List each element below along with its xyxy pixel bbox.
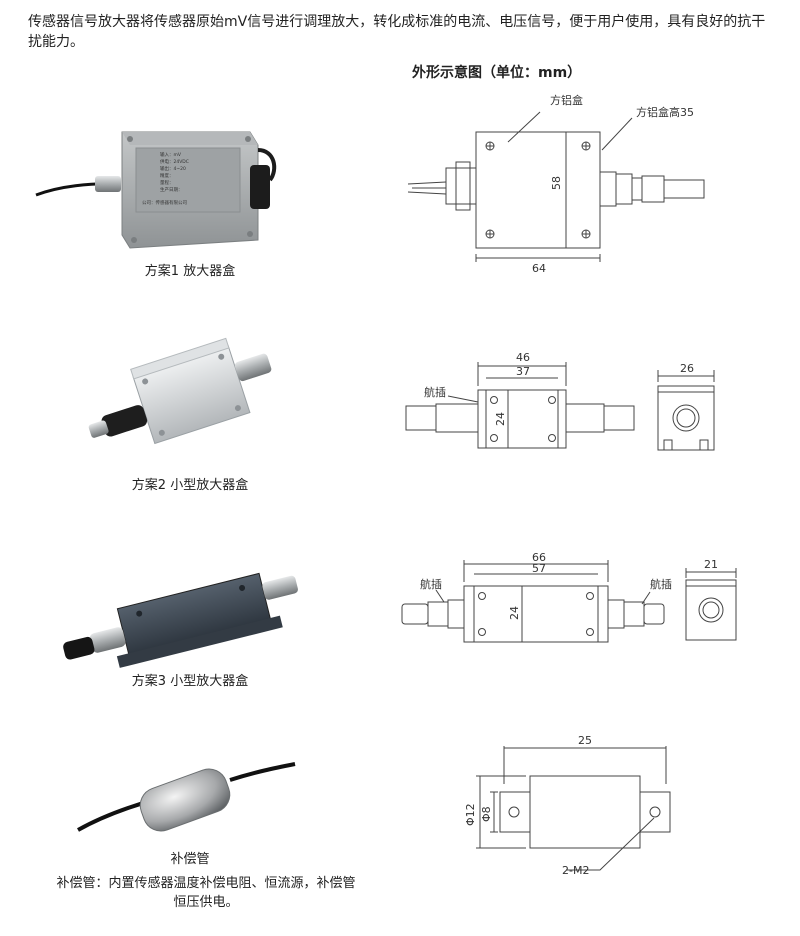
product-2-caption: 方案2 小型放大器盒 — [131, 478, 249, 493]
compensation-note: 补偿管：内置传感器温度补偿电阻、恒流源，补偿管恒压供电。 — [56, 876, 356, 910]
intro-paragraph: 传感器信号放大器将传感器原始mV信号进行调理放大，转化成标准的电流、电压信号，便… — [28, 14, 766, 50]
drawing-3-plug-label-right: 航插 — [650, 577, 672, 591]
svg-text:供电：24VDC: 供电：24VDC — [160, 158, 189, 165]
drawing-4-holes-label: 2-M2 — [562, 864, 589, 877]
product-2-photo — [88, 337, 272, 445]
drawing-3-dim-total: 66 — [532, 551, 546, 564]
product-4-photo — [77, 762, 296, 832]
product-1-photo: 输入：mV 供电：24VDC 输出：4~20 精度： 量程： 生产日期： 公司：… — [35, 131, 277, 249]
drawing-1-height-label: 方铝盒高35 — [636, 105, 694, 119]
drawing-2-dim-height: 24 — [494, 412, 507, 426]
drawing-3-plug-label-left: 航插 — [420, 577, 442, 591]
drawing-4-dim-outer-dia: Φ12 — [464, 803, 477, 826]
product-1-caption: 方案1 放大器盒 — [144, 264, 236, 279]
drawing-2-plug-label: 航插 — [424, 385, 446, 399]
svg-text:生产日期：: 生产日期： — [160, 186, 183, 193]
drawing-3-dim-side: 21 — [704, 558, 718, 571]
diagram-title: 外形示意图（单位：mm） — [412, 65, 582, 81]
svg-text:量程：: 量程： — [160, 179, 174, 186]
drawing-2-dim-inner: 37 — [516, 365, 530, 378]
product-1-label-text: 输入：mV 供电：24VDC 输出：4~20 精度： 量程： 生产日期： 公司：… — [142, 151, 189, 206]
drawing-2-dim-total: 46 — [516, 351, 530, 364]
drawing-4 — [476, 746, 671, 871]
drawing-1-dim-width: 64 — [532, 262, 546, 275]
drawing-4-dim-inner-dia: Φ8 — [480, 806, 493, 822]
drawing-2 — [405, 362, 715, 451]
drawing-3 — [401, 560, 737, 643]
drawing-3-dim-inner: 57 — [532, 562, 546, 575]
svg-text:公司：传感器有限公司: 公司：传感器有限公司 — [142, 199, 187, 206]
product-4-caption: 补偿管 — [170, 852, 210, 867]
svg-text:输入：mV: 输入：mV — [160, 151, 182, 158]
svg-text:精度：: 精度： — [160, 172, 174, 179]
drawing-1-box-label: 方铝盒 — [550, 93, 583, 107]
product-3-photo — [63, 572, 298, 668]
drawing-1-dim-height: 58 — [550, 176, 563, 190]
drawing-2-dim-side: 26 — [680, 362, 694, 375]
product-3-caption: 方案3 小型放大器盒 — [131, 674, 249, 689]
drawing-4-dim-length: 25 — [578, 734, 592, 747]
drawing-1 — [407, 111, 705, 262]
drawing-3-dim-height: 24 — [508, 606, 521, 620]
svg-text:输出：4~20: 输出：4~20 — [160, 165, 186, 172]
